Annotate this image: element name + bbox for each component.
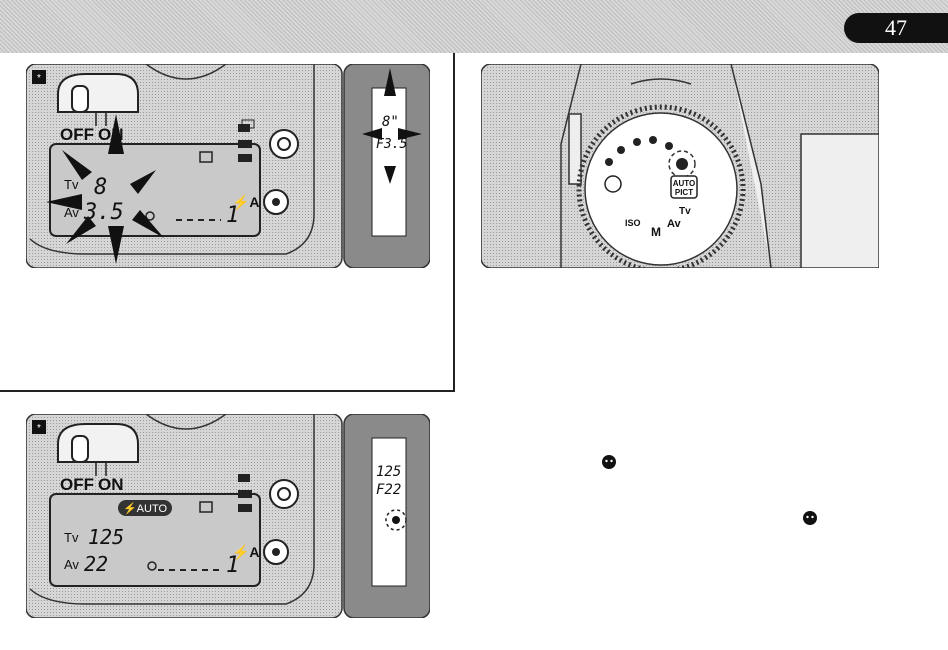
lcd-av-label: Av	[64, 205, 79, 220]
dial-iso: ISO	[625, 218, 641, 228]
portrait-mode-icon-2	[803, 511, 817, 525]
svg-text:*: *	[37, 73, 41, 84]
lcd-frame-count-2: 1	[226, 553, 239, 578]
flash-auto-badge: ⚡AUTO	[123, 502, 167, 515]
flash-mode-label-2: ⚡A	[232, 544, 260, 561]
page-header-band: 47	[0, 0, 948, 53]
lcd-tv-label-2: Tv	[64, 530, 79, 545]
lcd-frame-count: 1	[226, 203, 239, 228]
lcd-tv-label: Tv	[64, 177, 79, 192]
page-number: 47	[844, 13, 948, 43]
viewfinder-aperture: F3.5	[376, 137, 407, 152]
figure-top-left: * OFF ON Tv Av 8 3.5 1 ⚡A 8" F3.5	[26, 64, 430, 268]
portrait-mode-icon	[602, 455, 616, 469]
flash-blink-burst	[46, 114, 164, 264]
lcd-shutter-value: 8	[94, 175, 107, 200]
column-divider	[453, 53, 455, 391]
lcd-shutter-value-2: 125	[88, 525, 124, 549]
dial-tv: Tv	[679, 206, 691, 217]
lcd-av-label-2: Av	[64, 557, 79, 572]
svg-text:*: *	[37, 423, 41, 434]
dial-m: M	[651, 225, 661, 239]
power-off-label: OFF	[60, 125, 94, 144]
section-divider	[0, 390, 455, 392]
power-on-label-2: ON	[98, 475, 124, 494]
lcd-aperture-value-2: 22	[84, 552, 108, 576]
figure-bottom-left: * OFF ON ⚡AUTO Tv Av 125 22 1 ⚡A 125 F22	[26, 414, 430, 618]
viewfinder-aperture-2: F22	[376, 482, 401, 498]
flash-mode-label: ⚡A	[232, 194, 260, 211]
viewfinder-shutter-2: 125	[376, 464, 401, 480]
power-off-label-2: OFF	[60, 475, 94, 494]
figure-top-right: AUTO PICT Tv Av M ISO	[481, 64, 879, 268]
dial-av: Av	[667, 218, 682, 230]
viewfinder-shutter: 8"	[382, 114, 399, 130]
dial-auto: AUTO	[673, 179, 696, 188]
dial-pict: PICT	[675, 188, 693, 197]
